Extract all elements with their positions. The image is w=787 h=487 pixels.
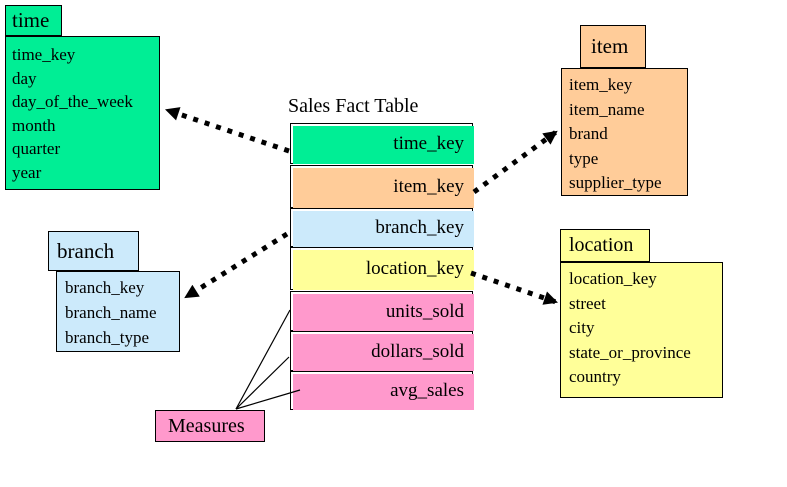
table-attribute: supplier_type — [569, 173, 662, 192]
fact-row-fill: units_sold — [293, 294, 474, 331]
table-attribute: state_or_province — [569, 342, 691, 362]
table-attribute: city — [569, 318, 595, 337]
branch-table-title: branch — [57, 238, 115, 263]
table-attribute: country — [569, 367, 621, 386]
arrow-location-key-to-location — [470, 270, 558, 305]
item-table-title: item — [591, 34, 629, 58]
location-table-title: location — [569, 234, 634, 256]
item-table-header: item — [580, 25, 646, 68]
measures-line-units-sold — [235, 309, 291, 410]
measures-label: Measures — [168, 414, 245, 437]
fact-row-fill: dollars_sold — [293, 334, 474, 371]
fact-row-fill: location_key — [293, 250, 474, 290]
measures-line-dollars-sold — [235, 356, 290, 410]
fact-row-fill: time_key — [293, 126, 474, 164]
fact-row-dollars_sold: dollars_sold — [290, 331, 474, 371]
table-attribute: day — [12, 68, 37, 88]
table-attribute: street — [569, 293, 606, 313]
table-attribute: branch_type — [65, 328, 150, 347]
fact-row-time_key: time_key — [290, 123, 474, 164]
table-attribute: brand — [569, 124, 608, 143]
table-attribute: quarter — [12, 139, 61, 158]
table-attribute: branch_key — [65, 278, 145, 297]
table-attribute: month — [12, 115, 56, 135]
table-attribute: item_key — [569, 75, 633, 94]
branch-table-body: branch_key branch_name branch_type — [56, 271, 180, 352]
table-attribute: type — [569, 148, 599, 168]
fact-row-branch_key: branch_key — [290, 208, 474, 247]
fact-row-location_key: location_key — [290, 247, 474, 290]
table-attribute: day_of_the_week — [12, 92, 133, 111]
fact-row-avg_sales: avg_sales — [290, 371, 474, 410]
table-attribute: branch_name — [65, 303, 157, 322]
time-table-title: time — [12, 8, 50, 32]
table-attribute: time_key — [12, 45, 76, 64]
table-attribute: location_key — [569, 269, 657, 288]
table-attribute: year — [12, 162, 42, 182]
fact-row-item_key: item_key — [290, 165, 474, 208]
arrow-branch-key-to-branch — [184, 231, 289, 300]
fact-row-fill: item_key — [293, 168, 474, 208]
time-table-header: time — [5, 5, 62, 36]
measures-label-box: Measures — [155, 410, 265, 442]
branch-table-header: branch — [48, 231, 139, 271]
table-attribute: item_name — [569, 99, 645, 119]
fact-row-units_sold: units_sold — [290, 291, 474, 331]
arrow-time-key-to-time — [165, 107, 290, 154]
fact-table-title: Sales Fact Table — [288, 95, 419, 117]
arrow-item-key-to-item — [472, 129, 558, 195]
fact-row-fill: avg_sales — [293, 374, 474, 410]
location-table-header: location — [560, 229, 650, 262]
fact-row-fill: branch_key — [293, 211, 474, 247]
